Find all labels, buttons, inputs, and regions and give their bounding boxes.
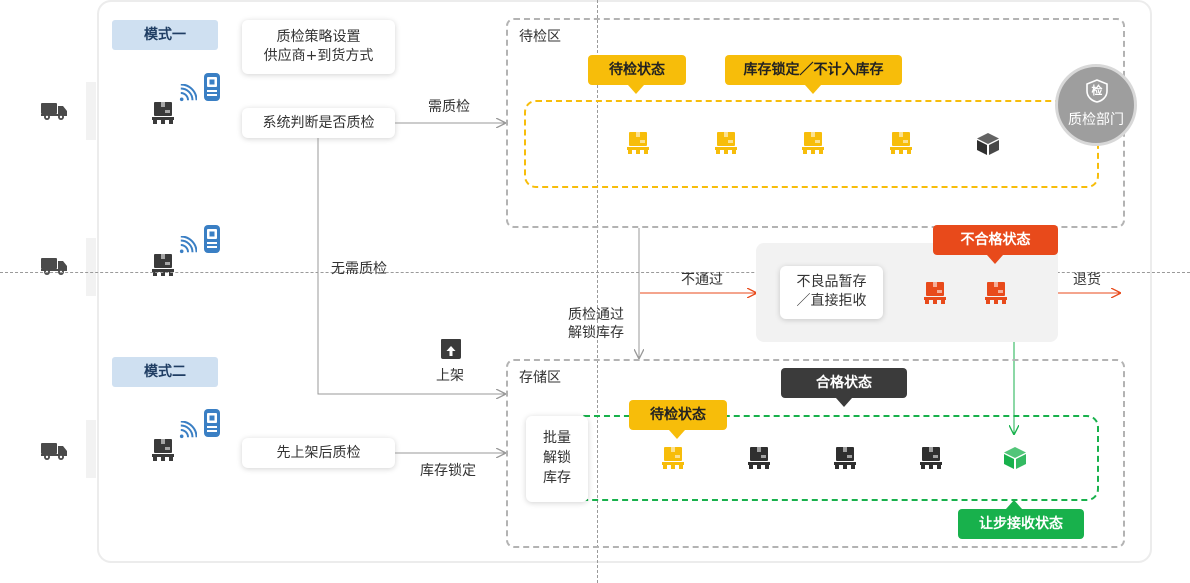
- shelve-label: 上架: [436, 368, 464, 384]
- qualified-status-tag: 合格状态: [781, 368, 907, 398]
- cube-icon: [976, 132, 1000, 156]
- pending-zone-label: 待检区: [519, 29, 561, 45]
- mode-one-label: 模式一: [112, 20, 218, 50]
- pallet-box-icon: [747, 446, 771, 470]
- guide-line-vertical: [597, 0, 598, 583]
- pallet-box-icon: [801, 131, 825, 155]
- pallet-box-icon: [889, 131, 913, 155]
- unqualified-status-tag: 不合格状态: [933, 225, 1058, 255]
- storage-zone: [506, 359, 1125, 548]
- pallet-box-icon: [661, 446, 685, 470]
- qc-pass-label: 质检通过 解锁库存: [568, 306, 624, 342]
- lane-rail-1: [86, 82, 96, 140]
- shelve-first-card: 先上架后质检: [242, 438, 395, 468]
- pallet-box-icon: [923, 281, 947, 305]
- concession-status-tag: 让步接收状态: [958, 509, 1084, 539]
- batch-unlock-line1: 批量: [543, 430, 571, 446]
- pallet-box-icon: [714, 131, 738, 155]
- qc-department-badge: 检 质检部门: [1055, 64, 1137, 146]
- qc-pass-label-line2: 解锁库存: [568, 325, 624, 341]
- qc-strategy-subtitle: 供应商+到货方式: [263, 48, 374, 64]
- no-qc-arrow: [317, 138, 505, 394]
- pending-status-tag-storage: 待检状态: [629, 400, 727, 430]
- return-label: 退货: [1073, 272, 1101, 288]
- qc-strategy-card: 质检策略设置 供应商+到货方式: [242, 20, 395, 74]
- reject-storage-line1: 不良品暂存: [796, 274, 867, 290]
- reject-storage-card: 不良品暂存 ／直接拒收: [780, 266, 883, 319]
- batch-unlock-line3: 库存: [543, 470, 571, 486]
- no-qc-label: 无需质检: [331, 261, 387, 277]
- shield-icon: [1086, 79, 1108, 103]
- pending-status-tag-pointer: [628, 85, 644, 94]
- pallet-box-icon: [984, 281, 1008, 305]
- locked-status-tag-pointer: [805, 85, 821, 94]
- qualified-status-tag-pointer: [836, 398, 852, 407]
- qc-pass-label-line1: 质检通过: [568, 307, 624, 323]
- pending-status-tag-storage-pointer: [669, 430, 685, 439]
- unqualified-status-tag-pointer: [987, 255, 1003, 264]
- inventory-lock-label: 库存锁定: [420, 463, 476, 479]
- pallet-box-icon: [919, 446, 943, 470]
- qc-strategy-title: 质检策略设置: [276, 29, 361, 45]
- pending-status-tag: 待检状态: [588, 55, 686, 85]
- locked-status-tag: 库存锁定／不计入库存: [725, 55, 902, 85]
- reject-storage-line2: ／直接拒收: [796, 293, 867, 309]
- batch-unlock-card: 批量 解锁 库存: [526, 416, 588, 502]
- storage-zone-label: 存储区: [519, 370, 561, 386]
- guide-line-horizontal: [0, 272, 1190, 273]
- pallet-box-icon: [626, 131, 650, 155]
- mode-two-label: 模式二: [112, 357, 218, 387]
- need-qc-label: 需质检: [428, 99, 470, 115]
- lane-rail-2: [86, 238, 96, 296]
- shelve-up-icon: [441, 339, 461, 359]
- fail-label: 不通过: [681, 272, 723, 288]
- concession-status-tag-pointer: [1006, 500, 1022, 509]
- cube-icon: [1003, 446, 1027, 470]
- system-judge-card: 系统判断是否质检: [242, 108, 395, 138]
- qc-department-label: 质检部门: [1068, 112, 1124, 128]
- batch-unlock-line2: 解锁: [543, 450, 571, 466]
- lane-rail-3: [86, 420, 96, 478]
- pallet-box-icon: [833, 446, 857, 470]
- qc-department-badge-char: 检: [1091, 84, 1103, 97]
